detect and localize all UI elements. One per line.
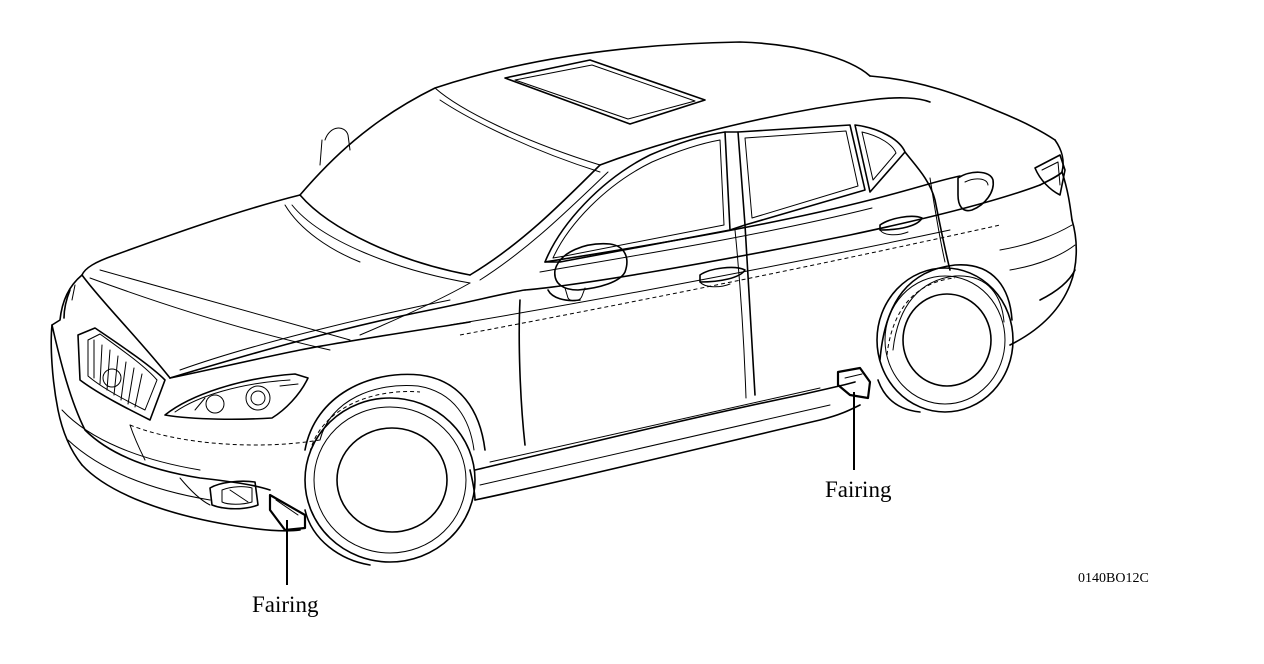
- windshield: [291, 127, 609, 284]
- fuel-door: [957, 171, 995, 212]
- front-wheel-rim: [336, 427, 448, 533]
- rear: [999, 139, 1078, 346]
- side-windows: [539, 124, 961, 273]
- front-wheel: [304, 373, 486, 566]
- figure-code: 0140BO12C: [1078, 571, 1149, 586]
- fog-lamp: [209, 480, 259, 510]
- front-fairing-label: Fairing: [252, 592, 319, 617]
- rear-door-handle: [879, 215, 923, 231]
- sunroof: [504, 59, 706, 125]
- front-door-window: [544, 131, 731, 263]
- front-door-handle: [699, 266, 746, 283]
- front-fascia: [50, 274, 321, 532]
- front-fairing-part: [268, 493, 307, 532]
- rear-door-window: [737, 124, 866, 226]
- hood: [81, 194, 526, 379]
- emblem: [102, 368, 122, 388]
- roof: [299, 41, 1056, 196]
- headlight: [164, 373, 309, 421]
- body-side: [169, 151, 1041, 501]
- rear-wheel: [876, 264, 1014, 413]
- side-fairing-label: Fairing: [825, 477, 892, 502]
- rear-wheel-rim: [902, 293, 992, 387]
- tail-lamp: [1034, 154, 1066, 196]
- side-mirror: [547, 242, 628, 302]
- side-fairing-part: [836, 366, 872, 400]
- grille: [77, 327, 166, 421]
